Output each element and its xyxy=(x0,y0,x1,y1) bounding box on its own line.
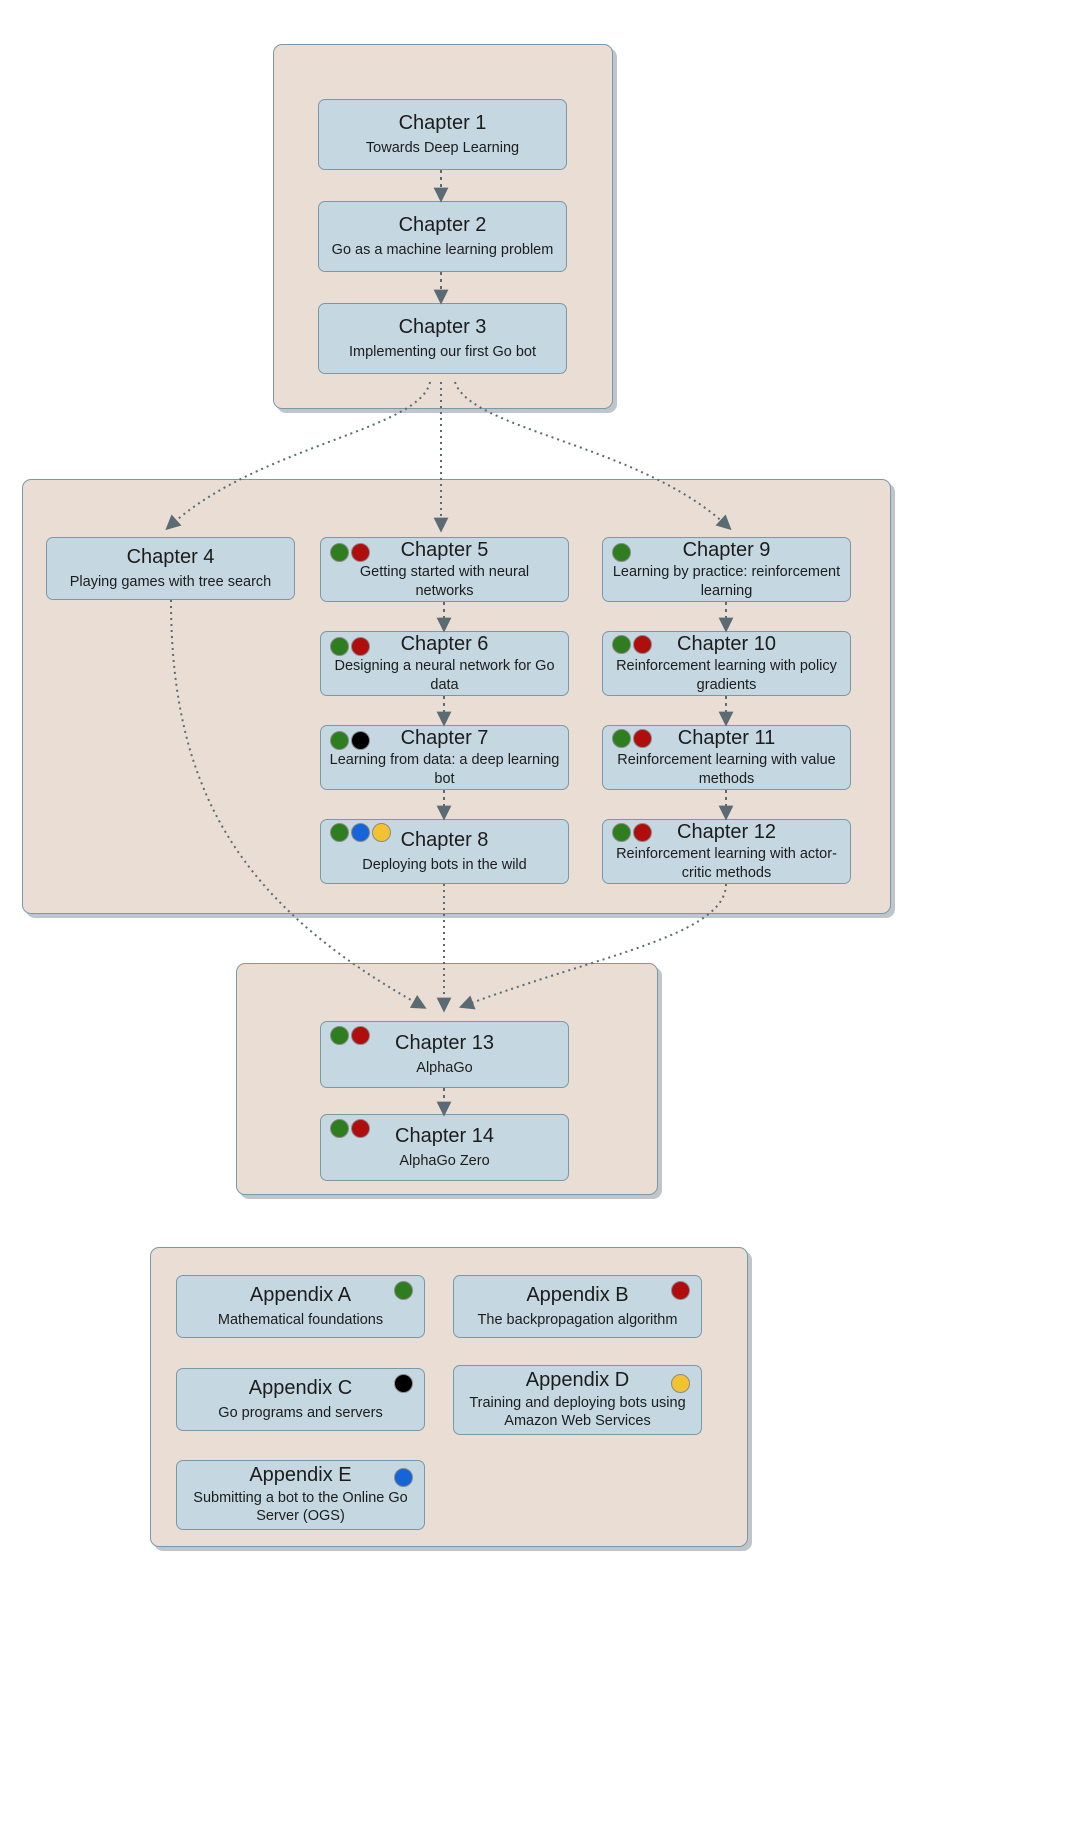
node-chapter-6-subtitle: Designing a neural network for Go data xyxy=(334,658,555,693)
node-chapter-4-title: Chapter 4 xyxy=(126,545,215,568)
node-chapter-12-dots xyxy=(612,823,652,842)
dot-blue-icon xyxy=(351,823,370,842)
node-chapter-13-dots xyxy=(330,1026,370,1045)
dot-green-icon xyxy=(330,731,349,750)
node-chapter-3-subtitle: Implementing our first Go bot xyxy=(349,343,536,360)
dot-green-icon xyxy=(330,1026,349,1045)
node-chapter-10-dots xyxy=(612,635,652,654)
dot-black-icon xyxy=(351,731,370,750)
node-chapter-12-title: Chapter 12 xyxy=(677,820,776,843)
dot-red-icon xyxy=(633,823,652,842)
node-chapter-7-subtitle: Learning from data: a deep learning bot xyxy=(329,752,560,787)
dot-red-icon xyxy=(633,635,652,654)
node-chapter-4-subtitle: Playing games with tree search xyxy=(69,573,272,590)
node-appendix-b-subtitle: The backpropagation algorithm xyxy=(477,1311,678,1328)
node-chapter-11-subtitle: Reinforcement learning with value method… xyxy=(617,752,836,787)
dot-green-icon xyxy=(612,729,631,748)
node-chapter-2-title: Chapter 2 xyxy=(398,213,487,236)
dot-red-icon xyxy=(671,1281,690,1300)
node-appendix-c-subtitle: Go programs and servers xyxy=(218,1404,383,1421)
node-appendix-a[interactable]: Appendix A Mathematical foundations xyxy=(176,1275,425,1338)
dot-red-icon xyxy=(351,543,370,562)
dot-green-icon xyxy=(330,543,349,562)
node-chapter-8-dots xyxy=(330,823,391,842)
node-chapter-11-dots xyxy=(612,729,652,748)
dot-red-icon xyxy=(351,637,370,656)
dot-yellow-icon xyxy=(372,823,391,842)
node-chapter-5-dots xyxy=(330,543,370,562)
dot-green-icon xyxy=(612,543,631,562)
node-chapter-8-title: Chapter 8 xyxy=(400,828,489,851)
node-chapter-13-subtitle: AlphaGo xyxy=(416,1059,473,1076)
node-appendix-e-subtitle: Submitting a bot to the Online Go Server… xyxy=(193,1489,408,1525)
dot-red-icon xyxy=(351,1119,370,1138)
node-chapter-4[interactable]: Chapter 4 Playing games with tree search xyxy=(46,537,295,600)
node-chapter-9-title: Chapter 9 xyxy=(682,538,771,561)
dot-red-icon xyxy=(351,1026,370,1045)
node-chapter-8-subtitle: Deploying bots in the wild xyxy=(362,856,527,873)
node-chapter-7-dots xyxy=(330,731,370,750)
dot-green-icon xyxy=(330,637,349,656)
dot-green-icon xyxy=(612,635,631,654)
dot-green-icon xyxy=(612,823,631,842)
node-appendix-d-subtitle: Training and deploying bots using Amazon… xyxy=(469,1394,686,1430)
node-chapter-6-dots xyxy=(330,637,370,656)
node-chapter-1[interactable]: Chapter 1 Towards Deep Learning xyxy=(318,99,567,170)
dot-green-icon xyxy=(394,1281,413,1300)
node-chapter-5[interactable]: Chapter 5 Getting started with neural ne… xyxy=(320,537,569,602)
node-chapter-10[interactable]: Chapter 10 Reinforcement learning with p… xyxy=(602,631,851,696)
node-appendix-a-subtitle: Mathematical foundations xyxy=(217,1311,384,1328)
node-appendix-b[interactable]: Appendix B The backpropagation algorithm xyxy=(453,1275,702,1338)
node-appendix-d[interactable]: Appendix D Training and deploying bots u… xyxy=(453,1365,702,1435)
node-chapter-3[interactable]: Chapter 3 Implementing our first Go bot xyxy=(318,303,567,374)
node-appendix-c[interactable]: Appendix C Go programs and servers xyxy=(176,1368,425,1431)
node-appendix-e-title: Appendix E xyxy=(249,1464,352,1487)
node-chapter-5-title: Chapter 5 xyxy=(400,538,489,561)
node-chapter-9-subtitle: Learning by practice: reinforcement lear… xyxy=(612,564,841,599)
node-chapter-11-title: Chapter 11 xyxy=(677,726,776,749)
node-appendix-e[interactable]: Appendix E Submitting a bot to the Onlin… xyxy=(176,1460,425,1530)
node-chapter-9[interactable]: Chapter 9 Learning by practice: reinforc… xyxy=(602,537,851,602)
dot-green-icon xyxy=(330,1119,349,1138)
dot-red-icon xyxy=(633,729,652,748)
node-chapter-2[interactable]: Chapter 2 Go as a machine learning probl… xyxy=(318,201,567,272)
node-appendix-d-title: Appendix D xyxy=(525,1369,630,1392)
node-chapter-14-title: Chapter 14 xyxy=(395,1124,494,1147)
dot-yellow-icon xyxy=(671,1374,690,1393)
dot-black-icon xyxy=(394,1374,413,1393)
dot-blue-icon xyxy=(394,1468,413,1487)
node-chapter-9-dots xyxy=(612,543,631,562)
node-chapter-1-subtitle: Towards Deep Learning xyxy=(365,139,520,156)
node-chapter-7-title: Chapter 7 xyxy=(400,726,489,749)
node-chapter-5-subtitle: Getting started with neural networks xyxy=(359,564,530,599)
dot-green-icon xyxy=(330,823,349,842)
node-chapter-10-subtitle: Reinforcement learning with policy gradi… xyxy=(616,658,837,693)
node-chapter-3-title: Chapter 3 xyxy=(398,315,487,338)
node-chapter-12-subtitle: Reinforcement learning with actor-critic… xyxy=(616,846,837,881)
node-appendix-a-title: Appendix A xyxy=(249,1283,352,1306)
node-chapter-14-dots xyxy=(330,1119,370,1138)
node-chapter-13-title: Chapter 13 xyxy=(395,1031,494,1054)
node-appendix-b-title: Appendix B xyxy=(526,1283,629,1306)
node-chapter-6-title: Chapter 6 xyxy=(400,632,489,655)
node-chapter-10-title: Chapter 10 xyxy=(677,632,776,655)
node-appendix-c-title: Appendix C xyxy=(248,1376,353,1399)
node-chapter-1-title: Chapter 1 xyxy=(398,111,487,134)
node-chapter-14-subtitle: AlphaGo Zero xyxy=(399,1152,490,1169)
node-chapter-2-subtitle: Go as a machine learning problem xyxy=(331,241,554,258)
